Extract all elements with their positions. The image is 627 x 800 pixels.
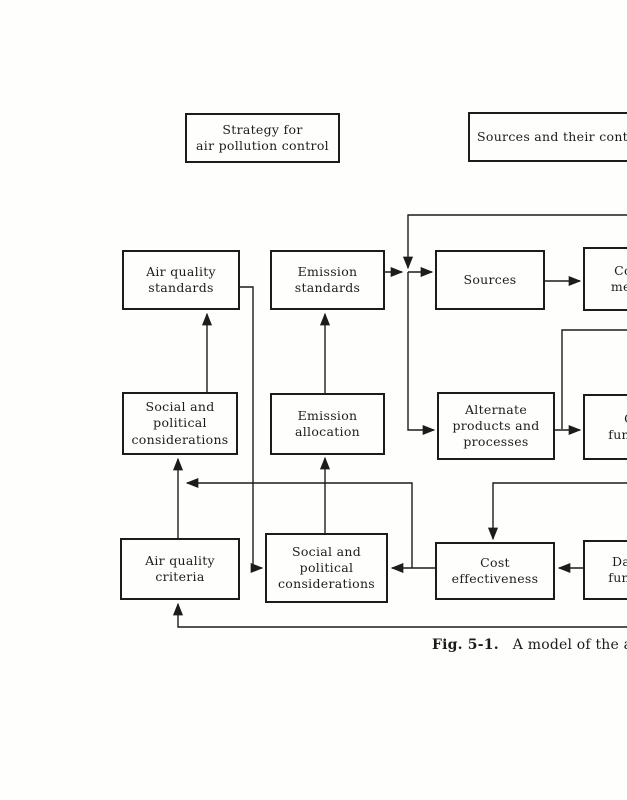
arrow-bottom-feedback-to-criteria	[172, 602, 627, 628]
box-sources-label: Sources	[463, 271, 517, 287]
arrow-junction-to-alternate-products	[407, 272, 436, 436]
box-damage-functions-label: Damage functions	[608, 553, 627, 585]
arrow-feedback-to-social-upper-line	[185, 477, 413, 568]
box-alternate-products-and-processes: Alternate products and processes	[437, 392, 555, 460]
figure-caption: Fig. 5-1. A model of the air pollution co…	[432, 637, 627, 653]
arrow-standards-to-social-lower	[240, 286, 264, 574]
box-air-quality-standards: Air quality standards	[122, 250, 240, 310]
box-air-quality-criteria: Air quality criteria	[120, 538, 240, 600]
figure-number: Fig. 5-1.	[432, 637, 499, 653]
arrow-rail-to-cost-effectiveness	[487, 482, 627, 541]
box-control-methods-label: Control methods	[610, 262, 627, 294]
box-social-upper-label: Social and political considerations	[131, 399, 229, 447]
box-sources-and-their-control: Sources and their control	[468, 112, 627, 162]
box-strategy-label: Strategy for air pollution control	[196, 121, 329, 153]
box-control-methods: Control methods	[583, 247, 627, 311]
box-cost-effectiveness-label: Cost effectiveness	[451, 554, 539, 586]
box-cost-functions-label: Cost functions	[608, 411, 627, 442]
arrow-toprail-to-junction	[402, 214, 627, 270]
box-emission-standards: Emission standards	[270, 250, 385, 310]
box-social-political-considerations-upper: Social and political considerations	[122, 392, 238, 455]
box-emission-allocation: Emission allocation	[270, 393, 385, 455]
box-alternate-products-label: Alternate products and processes	[452, 401, 540, 450]
box-sources-control-label: Sources and their control	[477, 128, 627, 144]
box-social-political-considerations-lower: Social and political considerations	[265, 533, 388, 603]
box-sources: Sources	[435, 250, 545, 310]
box-cost-effectiveness: Cost effectiveness	[435, 542, 555, 600]
box-air-quality-criteria-label: Air quality criteria	[145, 552, 215, 584]
box-emission-standards-label: Emission standards	[294, 263, 361, 295]
box-air-quality-standards-label: Air quality standards	[146, 263, 216, 295]
line-midrail-to-cost-functions	[561, 329, 627, 429]
figure-caption-text: A model of the air pollution control str…	[512, 637, 627, 653]
box-cost-functions: Cost functions	[583, 394, 627, 460]
box-emission-allocation-label: Emission allocation	[294, 407, 361, 439]
box-damage-functions: Damage functions	[583, 540, 627, 600]
box-strategy-for-air-pollution-control: Strategy for air pollution control	[185, 113, 340, 163]
box-social-lower-label: Social and political considerations	[277, 543, 376, 592]
